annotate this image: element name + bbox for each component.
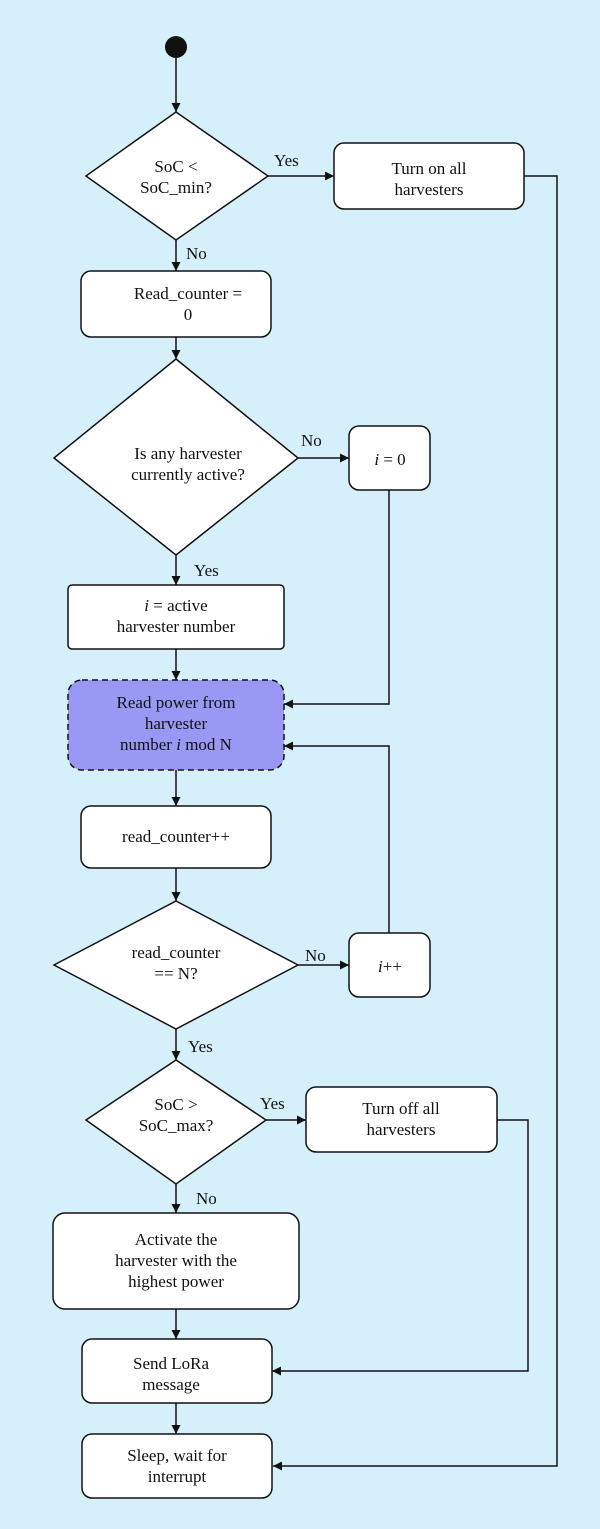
decision-soc-max-line2: SoC_max? [139, 1116, 214, 1135]
process-sleep: Sleep, wait for interrupt [81, 1433, 273, 1499]
process-read-power: Read power from harvester number i mod N [67, 679, 285, 771]
process-i-zero: i = 0 [348, 425, 431, 491]
process-turn-off-line2: harvesters [367, 1120, 436, 1139]
decision-any-active-line1: Is any harvester [134, 444, 242, 463]
process-i-zero-var: i [374, 450, 379, 469]
label-soc-max-no: No [196, 1189, 217, 1208]
process-send-lora-line1: Send LoRa [133, 1354, 209, 1373]
process-turn-on-line2: harvesters [395, 180, 464, 199]
process-activate-line2: harvester with the [115, 1251, 237, 1270]
process-i-active-line1: i = active [144, 596, 207, 615]
process-turn-on-all: Turn on all harvesters [333, 142, 525, 210]
process-activate-highest: Activate the harvester with the highest … [52, 1212, 300, 1310]
decision-soc-min-line1: SoC < [154, 157, 197, 176]
process-i-active-rest: = active [149, 596, 208, 615]
decision-counter-eq-n: read_counter == N? [52, 900, 300, 1030]
process-i-active: i = active harvester number [67, 584, 285, 650]
decision-soc-max: SoC > SoC_max? [84, 1059, 268, 1185]
label-soc-min-no: No [186, 244, 207, 263]
process-read-power-var: i [176, 735, 181, 754]
process-i-zero-text: i = 0 [374, 450, 405, 469]
label-any-active-no: No [301, 431, 322, 450]
label-counter-yes: Yes [188, 1037, 213, 1056]
process-i-inc-text: i++ [378, 957, 402, 976]
label-any-active-yes: Yes [194, 561, 219, 580]
edge-turn-off-to-send-lora [272, 1119, 529, 1376]
process-turn-off-all: Turn off all harvesters [305, 1086, 498, 1153]
decision-soc-min-line2: SoC_min? [140, 178, 212, 197]
decision-any-active: Is any harvester currently active? [52, 358, 300, 556]
decision-any-active-line2: currently active? [131, 465, 245, 484]
decision-counter-eq-line2: == N? [154, 964, 197, 983]
process-send-lora: Send LoRa message [81, 1338, 273, 1404]
process-read-counter-inc: read_counter++ [80, 805, 272, 869]
process-read-counter-zero: Read_counter = 0 [80, 270, 272, 338]
process-i-inc-var: i [378, 957, 383, 976]
process-read-counter-inc-line1: read_counter++ [122, 827, 230, 846]
process-read-power-pre: number [120, 735, 176, 754]
decision-counter-eq-line1: read_counter [132, 943, 221, 962]
process-i-zero-rest: = 0 [379, 450, 406, 469]
edge-turn-on-to-sleep [273, 175, 558, 1471]
process-read-power-post: mod N [181, 735, 232, 754]
edge-labels: Yes No No Yes No Yes Yes No [186, 151, 326, 1208]
label-soc-max-yes: Yes [260, 1094, 285, 1113]
process-i-active-var: i [144, 596, 149, 615]
decision-soc-max-line1: SoC > [154, 1095, 197, 1114]
process-i-active-line2: harvester number [117, 617, 236, 636]
process-turn-off-line1: Turn off all [362, 1099, 440, 1118]
process-read-counter-zero-line1: Read_counter = [134, 284, 242, 303]
label-soc-min-yes: Yes [274, 151, 299, 170]
edge-i-inc-to-read-power [284, 741, 390, 933]
process-read-counter-zero-line2: 0 [184, 305, 193, 324]
process-read-power-line2: harvester [145, 714, 208, 733]
process-read-power-line3: number i mod N [120, 735, 232, 754]
process-activate-line1: Activate the [135, 1230, 218, 1249]
edges [171, 58, 558, 1471]
start-node [165, 36, 187, 58]
process-sleep-line2: interrupt [148, 1467, 207, 1486]
process-i-inc: i++ [348, 932, 431, 998]
process-read-power-line1: Read power from [117, 693, 236, 712]
process-sleep-line1: Sleep, wait for [127, 1446, 227, 1465]
decision-soc-min: SoC < SoC_min? [84, 111, 270, 241]
edge-i-zero-to-read-power [284, 490, 390, 709]
process-send-lora-line2: message [142, 1375, 200, 1394]
process-activate-line3: highest power [128, 1272, 224, 1291]
label-counter-no: No [305, 946, 326, 965]
process-i-inc-rest: ++ [383, 957, 402, 976]
process-turn-on-line1: Turn on all [392, 159, 467, 178]
